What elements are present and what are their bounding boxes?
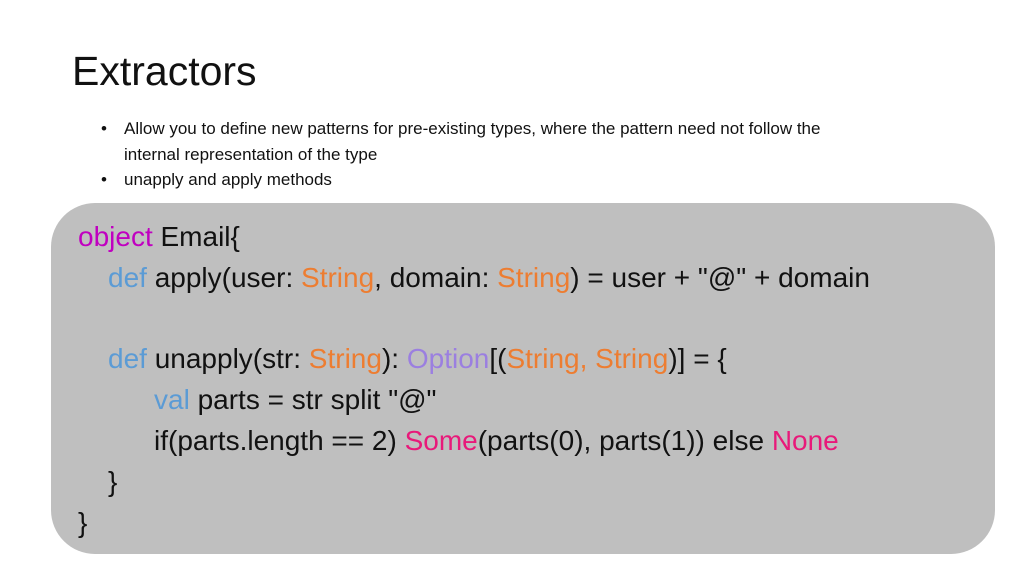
code-line-4: def unapply(str: String): Option[(String… xyxy=(78,339,870,380)
bullet-text: Allow you to define new patterns for pre… xyxy=(124,119,821,164)
bullet-item: • Allow you to define new patterns for p… xyxy=(98,116,878,167)
constructor-some: Some xyxy=(404,424,478,456)
keyword-val: val xyxy=(154,384,190,416)
bullet-list: • Allow you to define new patterns for p… xyxy=(98,116,878,193)
code-text: apply(user: xyxy=(146,261,302,293)
code-text: , domain: xyxy=(374,261,498,293)
keyword-object: object xyxy=(78,221,153,252)
code-line-2: def apply(user: String, domain: String) … xyxy=(78,258,870,299)
code-text: if(parts.length == 2) xyxy=(154,424,405,456)
code-block-background xyxy=(51,203,995,554)
code-text: ) = user + "@" + domain xyxy=(570,261,870,293)
type-string: String xyxy=(301,261,375,293)
code-line-7: } xyxy=(78,462,870,503)
keyword-def: def xyxy=(108,343,147,375)
type-option: Option xyxy=(406,343,490,375)
code-text: unapply(str: xyxy=(146,343,309,375)
bullet-item: • unapply and apply methods xyxy=(98,167,878,193)
constructor-none: None xyxy=(771,424,839,456)
code-text: ): xyxy=(381,343,407,375)
bullet-marker: • xyxy=(101,170,107,189)
closing-brace: } xyxy=(108,465,118,497)
closing-brace: } xyxy=(78,506,88,538)
type-string: String xyxy=(308,343,382,375)
type-string-tuple: String, String xyxy=(506,343,669,375)
code-text: [( xyxy=(489,343,507,375)
code-line-5: val parts = str split "@" xyxy=(78,380,870,421)
code-line-8: } xyxy=(78,503,870,544)
bullet-marker: • xyxy=(101,119,107,138)
code-text: )] = { xyxy=(668,343,727,375)
code-line-blank xyxy=(78,299,870,340)
code-line-1: object Email{ xyxy=(78,217,870,258)
code-text: parts = str split "@" xyxy=(189,384,437,416)
code-line-6: if(parts.length == 2) Some(parts(0), par… xyxy=(78,421,870,462)
keyword-def: def xyxy=(108,261,147,293)
type-string: String xyxy=(497,261,571,293)
slide-title: Extractors xyxy=(72,48,257,94)
code-text: (parts(0), parts(1)) else xyxy=(477,424,772,456)
code-text: Email{ xyxy=(152,221,240,252)
bullet-text: unapply and apply methods xyxy=(124,170,332,189)
code-block: object Email{def apply(user: String, dom… xyxy=(78,217,870,543)
